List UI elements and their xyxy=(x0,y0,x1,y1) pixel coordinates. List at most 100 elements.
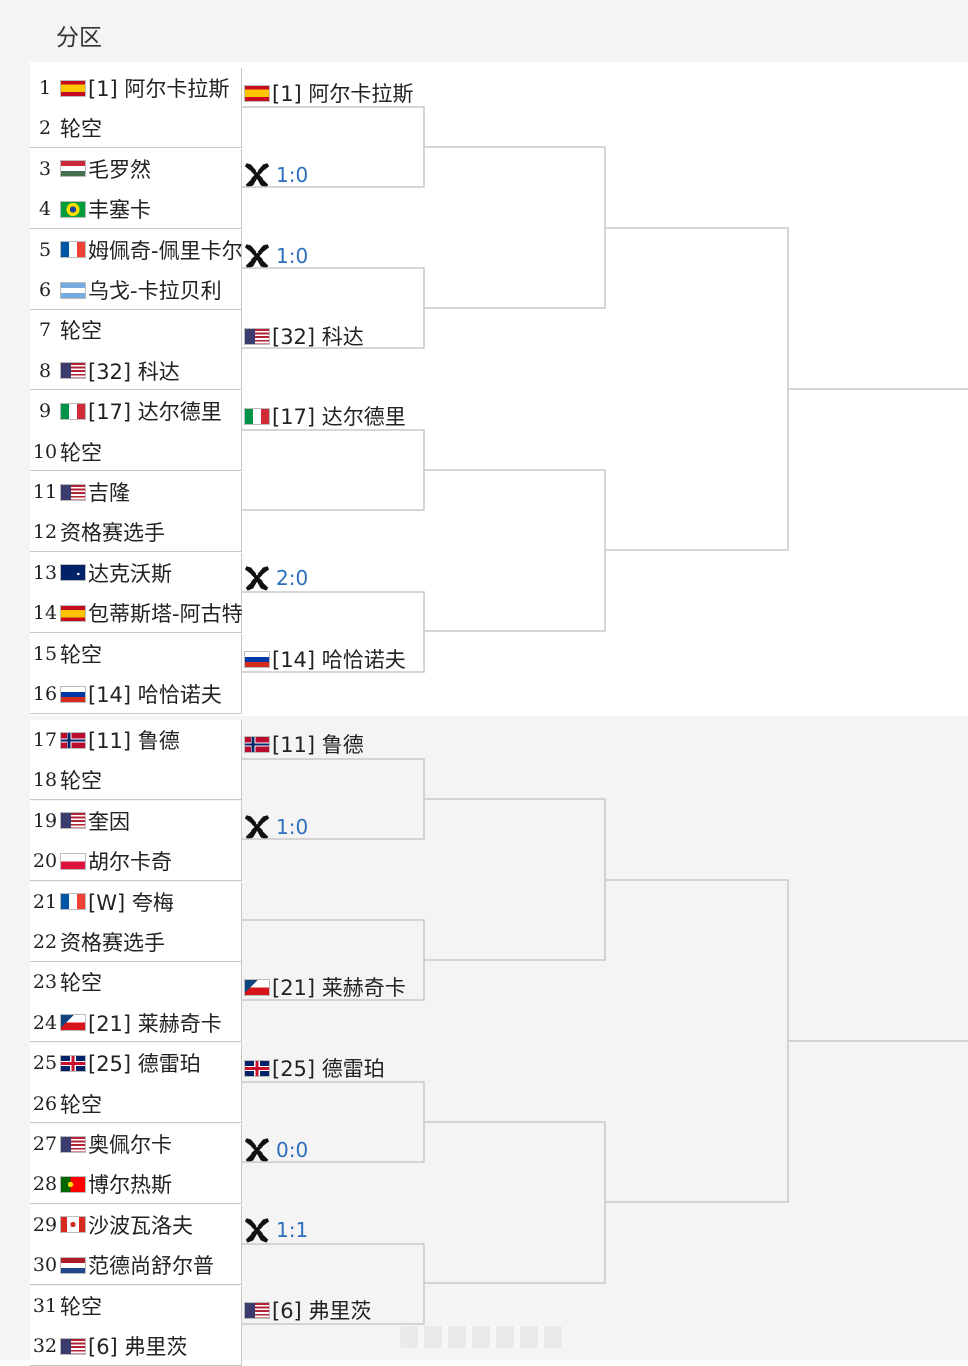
player-entry[interactable]: 16[14] 哈恰诺夫 xyxy=(30,674,270,714)
draw-position-number: 18 xyxy=(32,769,58,792)
player-entry[interactable]: 8[32] 科达 xyxy=(30,351,270,391)
round2-connector xyxy=(242,106,425,188)
flag-canada-icon xyxy=(60,1216,86,1234)
match-icon xyxy=(244,1138,270,1163)
score-text: 1:0 xyxy=(276,163,309,187)
section-header: 分区 xyxy=(0,0,968,62)
second-round-player[interactable]: [11] 鲁德 xyxy=(244,727,364,761)
player-name: 姆佩奇-佩里卡尔 xyxy=(88,238,243,263)
round2-connector xyxy=(242,1243,425,1325)
player-name: 包蒂斯塔-阿古特 xyxy=(88,602,243,627)
flag-usa-icon xyxy=(60,1337,86,1355)
draw-position-number: 23 xyxy=(32,971,58,994)
draw-position-number: 7 xyxy=(38,319,52,342)
player-name: 博尔热斯 xyxy=(88,1173,172,1198)
draw-position-number: 14 xyxy=(32,602,58,625)
player-entry[interactable]: 32[6] 弗里茨 xyxy=(30,1326,270,1366)
draw-position-number: 31 xyxy=(32,1294,58,1317)
flag-italy-icon xyxy=(60,402,86,420)
player-name: [14] 哈恰诺夫 xyxy=(88,683,222,707)
player-name: [W] 夸梅 xyxy=(88,890,174,915)
flag-usa-icon xyxy=(60,483,86,501)
head-to-head-score[interactable]: 0:0 xyxy=(244,1133,308,1167)
head-to-head-score[interactable]: 1:0 xyxy=(244,158,308,192)
second-round-player[interactable]: [21] 莱赫奇卡 xyxy=(244,970,406,1004)
round3-connector xyxy=(424,1121,606,1284)
second-round-player[interactable]: [32] 科达 xyxy=(244,319,364,353)
score-text: 1:1 xyxy=(276,1218,309,1242)
player-entry[interactable]: 25[25] 德雷珀 xyxy=(30,1043,270,1083)
player-name: 轮空 xyxy=(60,319,102,344)
draw-position-number: 22 xyxy=(32,931,58,953)
player-name: [25] 德雷珀 xyxy=(88,1052,201,1077)
player-name: 轮空 xyxy=(60,1092,102,1117)
player-entry[interactable]: 14 包蒂斯塔-阿古特 xyxy=(30,593,270,633)
flag-norway-icon xyxy=(244,735,270,753)
watermark xyxy=(400,1326,565,1348)
second-round-player[interactable]: [6] 弗里茨 xyxy=(244,1293,371,1327)
draw-position-number: 26 xyxy=(32,1092,58,1115)
flag-spain-icon xyxy=(60,604,86,622)
player-name: [17] 达尔德里 xyxy=(272,405,406,429)
round4-connector xyxy=(605,227,789,551)
flag-spain-icon xyxy=(60,79,86,97)
second-round-player[interactable]: [14] 哈恰诺夫 xyxy=(244,642,406,676)
draw-position-number: 11 xyxy=(32,481,58,503)
flag-spain-icon xyxy=(244,84,270,102)
player-name: 毛罗然 xyxy=(88,157,151,182)
player-name: 范德尚舒尔普 xyxy=(88,1254,214,1279)
flag-norway-icon xyxy=(60,731,86,749)
round2-connector xyxy=(242,429,425,511)
player-name: [25] 德雷珀 xyxy=(272,1057,385,1081)
draw-position-number: 1 xyxy=(38,77,52,99)
flag-czechia-icon xyxy=(60,1014,86,1032)
player-entry[interactable]: 24[21] 莱赫奇卡 xyxy=(30,1003,270,1043)
player-entry[interactable]: 9[17] 达尔德里 xyxy=(30,391,270,431)
flag-argentina-icon xyxy=(60,281,86,299)
head-to-head-score[interactable]: 1:1 xyxy=(244,1213,308,1247)
draw-position-number: 12 xyxy=(32,521,58,544)
head-to-head-score[interactable]: 1:0 xyxy=(244,810,308,844)
draw-position-number: 19 xyxy=(32,809,58,832)
flag-brazil-icon xyxy=(60,200,86,218)
flag-russia-icon xyxy=(60,685,86,703)
player-entry[interactable]: 1[1] 阿尔卡拉斯 xyxy=(30,68,270,108)
match-icon xyxy=(244,163,270,188)
player-name: [21] 莱赫奇卡 xyxy=(88,1011,222,1036)
player-entry[interactable]: 7 轮空 xyxy=(30,310,270,350)
flag-france-icon xyxy=(60,241,86,259)
second-round-player[interactable]: [17] 达尔德里 xyxy=(244,399,406,433)
round3-connector xyxy=(424,469,606,632)
flag-poland-icon xyxy=(60,852,86,870)
player-entry[interactable]: 17[11] 鲁德 xyxy=(30,720,270,760)
page-title: 分区 xyxy=(56,25,102,51)
second-round-player[interactable]: [1] 阿尔卡拉斯 xyxy=(244,76,413,110)
player-entry[interactable]: 21[W] 夸梅 xyxy=(30,882,270,922)
score-text: 2:0 xyxy=(276,566,309,590)
head-to-head-score[interactable]: 1:0 xyxy=(244,239,308,273)
head-to-head-score[interactable]: 2:0 xyxy=(244,561,308,595)
second-round-player[interactable]: [25] 德雷珀 xyxy=(244,1051,385,1085)
